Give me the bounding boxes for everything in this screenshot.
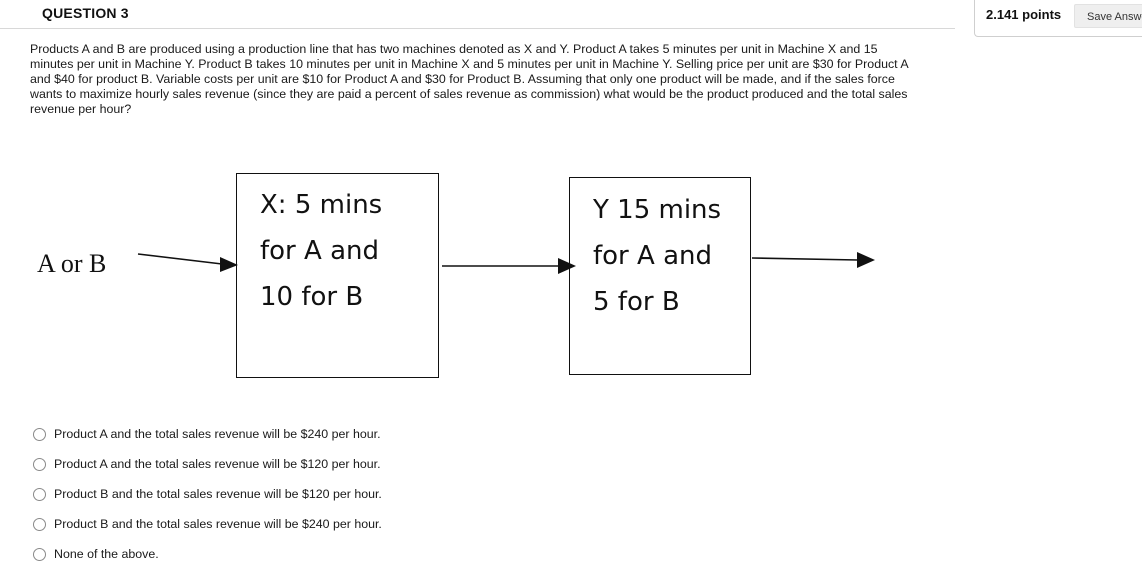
option-4[interactable]: Product B and the total sales revenue wi… xyxy=(32,509,382,539)
radio-button[interactable] xyxy=(33,517,46,531)
option-5[interactable]: None of the above. xyxy=(32,539,382,569)
machine-x-line-2: for A and xyxy=(260,236,379,266)
option-label: Product B and the total sales revenue wi… xyxy=(54,487,382,501)
option-label: Product A and the total sales revenue wi… xyxy=(54,457,381,471)
arrow-input-to-x xyxy=(137,253,223,265)
machine-x-line-3: 10 for B xyxy=(260,282,364,312)
radio-button[interactable] xyxy=(33,547,46,561)
machine-y-line-3: 5 for B xyxy=(593,287,680,317)
option-3[interactable]: Product B and the total sales revenue wi… xyxy=(32,479,382,509)
header-divider xyxy=(0,28,955,29)
option-1[interactable]: Product A and the total sales revenue wi… xyxy=(32,419,382,449)
question-title: QUESTION 3 xyxy=(42,5,129,21)
save-answer-button[interactable]: Save Answer xyxy=(1074,4,1142,28)
machine-y-box: Y 15 mins for A and 5 for B xyxy=(569,177,751,375)
machine-y-line-2: for A and xyxy=(593,241,712,271)
radio-button[interactable] xyxy=(33,457,46,471)
option-2[interactable]: Product A and the total sales revenue wi… xyxy=(32,449,382,479)
question-prompt: Products A and B are produced using a pr… xyxy=(30,42,908,116)
points-label: 2.141 points xyxy=(986,7,1062,22)
radio-button[interactable] xyxy=(33,487,46,501)
machine-x-box: X: 5 mins for A and 10 for B xyxy=(236,173,439,378)
arrow-head-out xyxy=(857,252,875,268)
arrow-y-out xyxy=(751,257,859,261)
input-label: A or B xyxy=(37,249,107,278)
option-label: None of the above. xyxy=(54,547,159,561)
radio-button[interactable] xyxy=(33,427,46,441)
machine-y-line-1: Y 15 mins xyxy=(593,195,722,225)
option-label: Product A and the total sales revenue wi… xyxy=(54,427,381,441)
machine-x-line-1: X: 5 mins xyxy=(260,190,383,220)
answer-options: Product A and the total sales revenue wi… xyxy=(32,419,382,569)
option-label: Product B and the total sales revenue wi… xyxy=(54,517,382,531)
